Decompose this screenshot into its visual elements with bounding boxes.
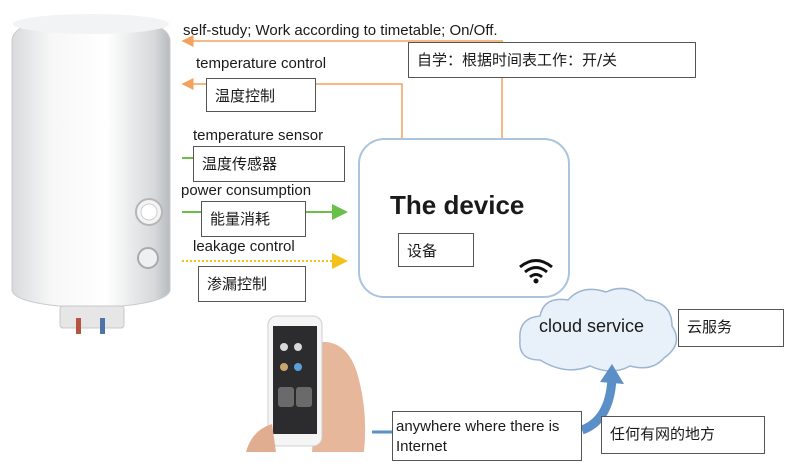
smartphone-in-hand-illustration — [246, 315, 366, 452]
cloud-service-label: cloud service — [539, 316, 645, 336]
internet-label-cn: 任何有网的地方 — [601, 416, 765, 454]
temperature-control-label-cn: 温度控制 — [206, 78, 316, 112]
self-study-label: self-study; Work according to timetable;… — [183, 22, 498, 39]
internet-to-cloud-arrow — [580, 377, 617, 435]
wifi-icon — [519, 259, 553, 284]
device-title: The device — [390, 190, 525, 220]
temperature-sensor-label: temperature sensor — [193, 127, 324, 144]
temperature-control-label: temperature control — [196, 55, 327, 72]
temperature-sensor-label-cn: 温度传感器 — [193, 146, 345, 182]
control-knob-icon — [137, 247, 159, 269]
self-study-arrow — [181, 35, 503, 138]
cloud-shape — [519, 287, 678, 372]
cloud-service-label-cn: 云服务 — [678, 309, 784, 347]
internet-label: anywhere where there is Internet — [392, 411, 582, 461]
self-study-label-cn: 自学：根据时间表工作：开/关 — [408, 42, 696, 78]
power-consumption-label-cn: 能量消耗 — [201, 201, 306, 237]
power-consumption-label: power consumption — [181, 182, 312, 199]
water-heater-illustration — [11, 14, 171, 334]
leakage-control-label-cn: 渗漏控制 — [198, 266, 306, 302]
device-label-cn: 设备 — [398, 233, 474, 267]
device-box — [358, 138, 570, 298]
leakage-control-label: leakage control — [193, 238, 295, 255]
